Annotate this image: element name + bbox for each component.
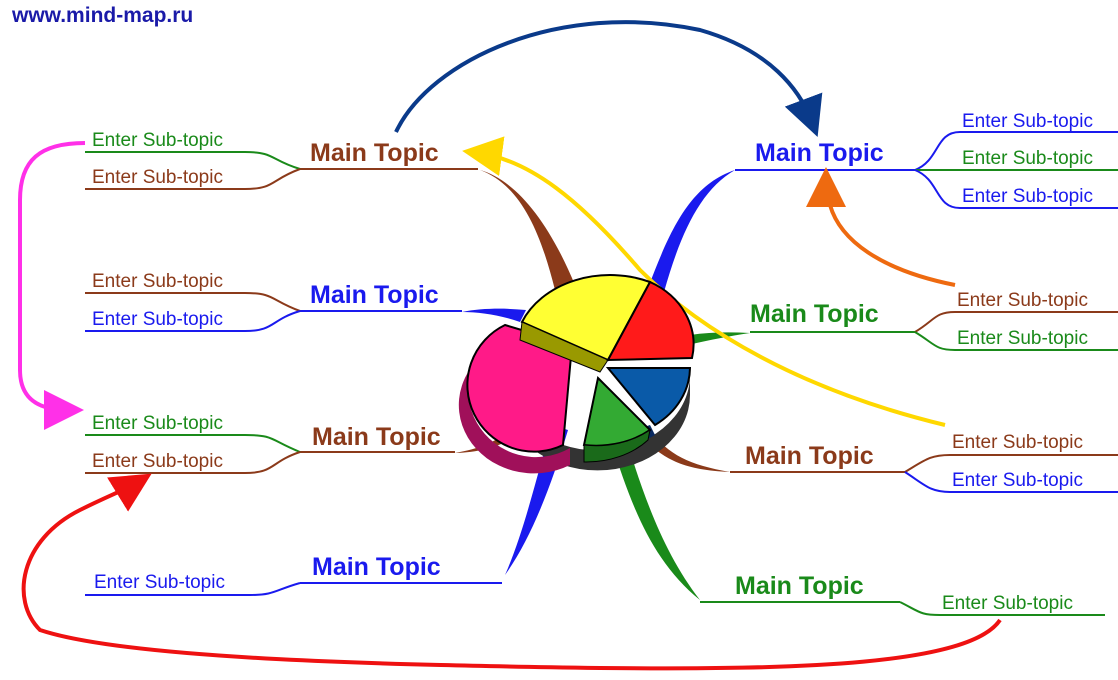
subtopic-5-1[interactable]: Enter Sub-topic [962, 111, 1093, 132]
branch-topic-1 [480, 170, 575, 290]
main-topic-4[interactable]: Main Topic [312, 553, 441, 581]
main-topic-5[interactable]: Main Topic [755, 139, 884, 167]
subtopic-4-1[interactable]: Enter Sub-topic [94, 572, 225, 593]
main-topic-3[interactable]: Main Topic [312, 423, 441, 451]
subtopic-2-2[interactable]: Enter Sub-topic [92, 309, 223, 330]
subtopic-3-2[interactable]: Enter Sub-topic [92, 451, 223, 472]
subtopic-3-1[interactable]: Enter Sub-topic [92, 413, 223, 434]
relationship-arrow-magenta [20, 143, 85, 410]
subtopic-7-1[interactable]: Enter Sub-topic [952, 432, 1083, 453]
subtopic-8-1[interactable]: Enter Sub-topic [942, 593, 1073, 614]
branch-topic-5 [648, 170, 735, 292]
relationship-arrow-orange [826, 183, 955, 285]
relationship-arrow-dark-blue [396, 22, 812, 132]
subtopic-2-1[interactable]: Enter Sub-topic [92, 271, 223, 292]
main-topic-7[interactable]: Main Topic [745, 442, 874, 470]
subtopic-6-2[interactable]: Enter Sub-topic [957, 328, 1088, 349]
connector-topic-3-sub-1 [85, 435, 300, 452]
main-topic-1[interactable]: Main Topic [310, 139, 439, 167]
subtopic-1-1[interactable]: Enter Sub-topic [92, 130, 223, 151]
main-topic-2[interactable]: Main Topic [310, 281, 439, 309]
main-topic-6[interactable]: Main Topic [750, 300, 879, 328]
subtopic-6-1[interactable]: Enter Sub-topic [957, 290, 1088, 311]
main-topic-8[interactable]: Main Topic [735, 572, 864, 600]
subtopic-5-2[interactable]: Enter Sub-topic [962, 148, 1093, 169]
branch-topic-8 [612, 445, 700, 600]
pie-chart-icon [459, 275, 694, 473]
subtopic-1-2[interactable]: Enter Sub-topic [92, 167, 223, 188]
subtopic-7-2[interactable]: Enter Sub-topic [952, 470, 1083, 491]
subtopic-5-3[interactable]: Enter Sub-topic [962, 186, 1093, 207]
branch-topic-2 [462, 309, 526, 322]
